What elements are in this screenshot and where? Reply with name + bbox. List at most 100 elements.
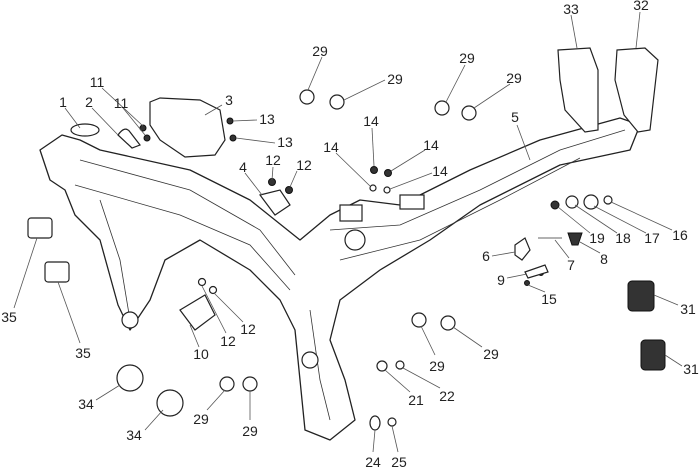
callout-29: 29 bbox=[459, 50, 475, 66]
part-33-hook bbox=[557, 47, 599, 133]
washer-14-icon bbox=[369, 184, 377, 192]
leader-line bbox=[610, 201, 673, 231]
leader-line bbox=[554, 239, 570, 259]
callout-35: 35 bbox=[1, 309, 17, 325]
leader-line bbox=[574, 204, 618, 234]
part-3-bracket bbox=[149, 97, 226, 158]
part-31-lower bbox=[640, 339, 666, 371]
callout-29: 29 bbox=[242, 423, 258, 439]
nut-29-icon bbox=[434, 100, 450, 116]
part-9-icon bbox=[524, 264, 549, 279]
callout-17: 17 bbox=[644, 230, 660, 246]
callout-4: 4 bbox=[239, 159, 247, 175]
callout-32: 32 bbox=[633, 0, 649, 13]
callout-1: 1 bbox=[59, 94, 67, 110]
leader-line bbox=[271, 166, 274, 181]
callout-9: 9 bbox=[497, 272, 505, 288]
callout-10: 10 bbox=[193, 346, 209, 362]
nut-13-icon bbox=[226, 117, 234, 125]
nut-29-icon bbox=[299, 89, 315, 105]
leader-line bbox=[144, 409, 164, 431]
nut-29-icon bbox=[461, 105, 477, 121]
leader-line bbox=[235, 137, 276, 144]
part-4-plate bbox=[258, 189, 291, 216]
leader-line bbox=[206, 389, 226, 411]
callout-14: 14 bbox=[323, 139, 339, 155]
bolt-11-icon bbox=[139, 124, 147, 132]
leader-line bbox=[402, 367, 441, 389]
leader-line bbox=[570, 14, 578, 49]
main-frame bbox=[39, 117, 641, 441]
nut-12-icon bbox=[197, 277, 207, 287]
leader-line bbox=[289, 170, 298, 188]
callout-11: 11 bbox=[114, 95, 129, 111]
nut-13-icon bbox=[229, 134, 237, 142]
leader-line bbox=[452, 326, 483, 348]
part-35-lower bbox=[44, 261, 70, 283]
callout-12: 12 bbox=[296, 157, 312, 173]
callout-11: 11 bbox=[90, 74, 105, 90]
callout-15: 15 bbox=[541, 291, 557, 307]
leader-line bbox=[473, 83, 511, 109]
callout-33: 33 bbox=[563, 1, 579, 17]
leader-line bbox=[101, 87, 144, 127]
callout-12: 12 bbox=[265, 152, 281, 168]
callout-13: 13 bbox=[259, 111, 275, 127]
callout-29: 29 bbox=[193, 411, 209, 427]
callout-19: 19 bbox=[589, 230, 605, 246]
leader-line bbox=[653, 294, 679, 306]
callout-6: 6 bbox=[482, 248, 490, 264]
small-parts bbox=[116, 89, 613, 431]
leader-line bbox=[13, 237, 38, 309]
callout-22: 22 bbox=[439, 388, 455, 404]
callout-3: 3 bbox=[225, 92, 233, 108]
leader-line bbox=[343, 79, 386, 101]
callout-14: 14 bbox=[423, 137, 439, 153]
nut-14-icon bbox=[370, 166, 378, 174]
part-17-icon bbox=[583, 194, 599, 210]
leader-line bbox=[64, 107, 81, 129]
leader-line bbox=[506, 273, 528, 279]
leader-line bbox=[593, 205, 647, 234]
callout-2: 2 bbox=[85, 94, 93, 110]
leader-line bbox=[122, 107, 146, 136]
leader-lines bbox=[13, 11, 683, 453]
nut-29-icon bbox=[411, 312, 427, 328]
leader-line bbox=[371, 127, 375, 167]
leader-line bbox=[664, 354, 683, 367]
callout-29: 29 bbox=[506, 70, 522, 86]
nut-29-icon bbox=[219, 376, 235, 392]
callout-31: 31 bbox=[680, 301, 696, 317]
bolt-11-icon bbox=[143, 134, 151, 142]
leader-line bbox=[95, 384, 121, 401]
callout-14: 14 bbox=[432, 163, 448, 179]
leader-line bbox=[491, 251, 516, 257]
washer-14-icon bbox=[383, 186, 391, 194]
leader-line bbox=[244, 172, 263, 196]
callout-25: 25 bbox=[391, 454, 407, 469]
callout-35: 35 bbox=[75, 345, 91, 361]
callout-14: 14 bbox=[363, 113, 379, 129]
leader-line bbox=[579, 241, 601, 254]
leader-line bbox=[372, 429, 376, 453]
callout-34: 34 bbox=[78, 396, 94, 412]
leader-line bbox=[384, 369, 411, 393]
nut-29-icon bbox=[242, 376, 258, 392]
part-32-hook bbox=[614, 47, 659, 133]
part-31-upper bbox=[627, 280, 655, 312]
leader-line bbox=[57, 281, 81, 344]
leader-line bbox=[389, 172, 433, 190]
nut-12-icon bbox=[285, 186, 293, 194]
leader-line bbox=[213, 292, 244, 323]
leader-line bbox=[335, 152, 371, 187]
callout-29: 29 bbox=[387, 71, 403, 87]
part-24-icon bbox=[369, 415, 381, 431]
leader-line bbox=[445, 64, 466, 103]
leader-line bbox=[232, 119, 258, 122]
callout-34: 34 bbox=[126, 427, 142, 443]
callout-29: 29 bbox=[483, 346, 499, 362]
callout-7: 7 bbox=[567, 257, 575, 273]
